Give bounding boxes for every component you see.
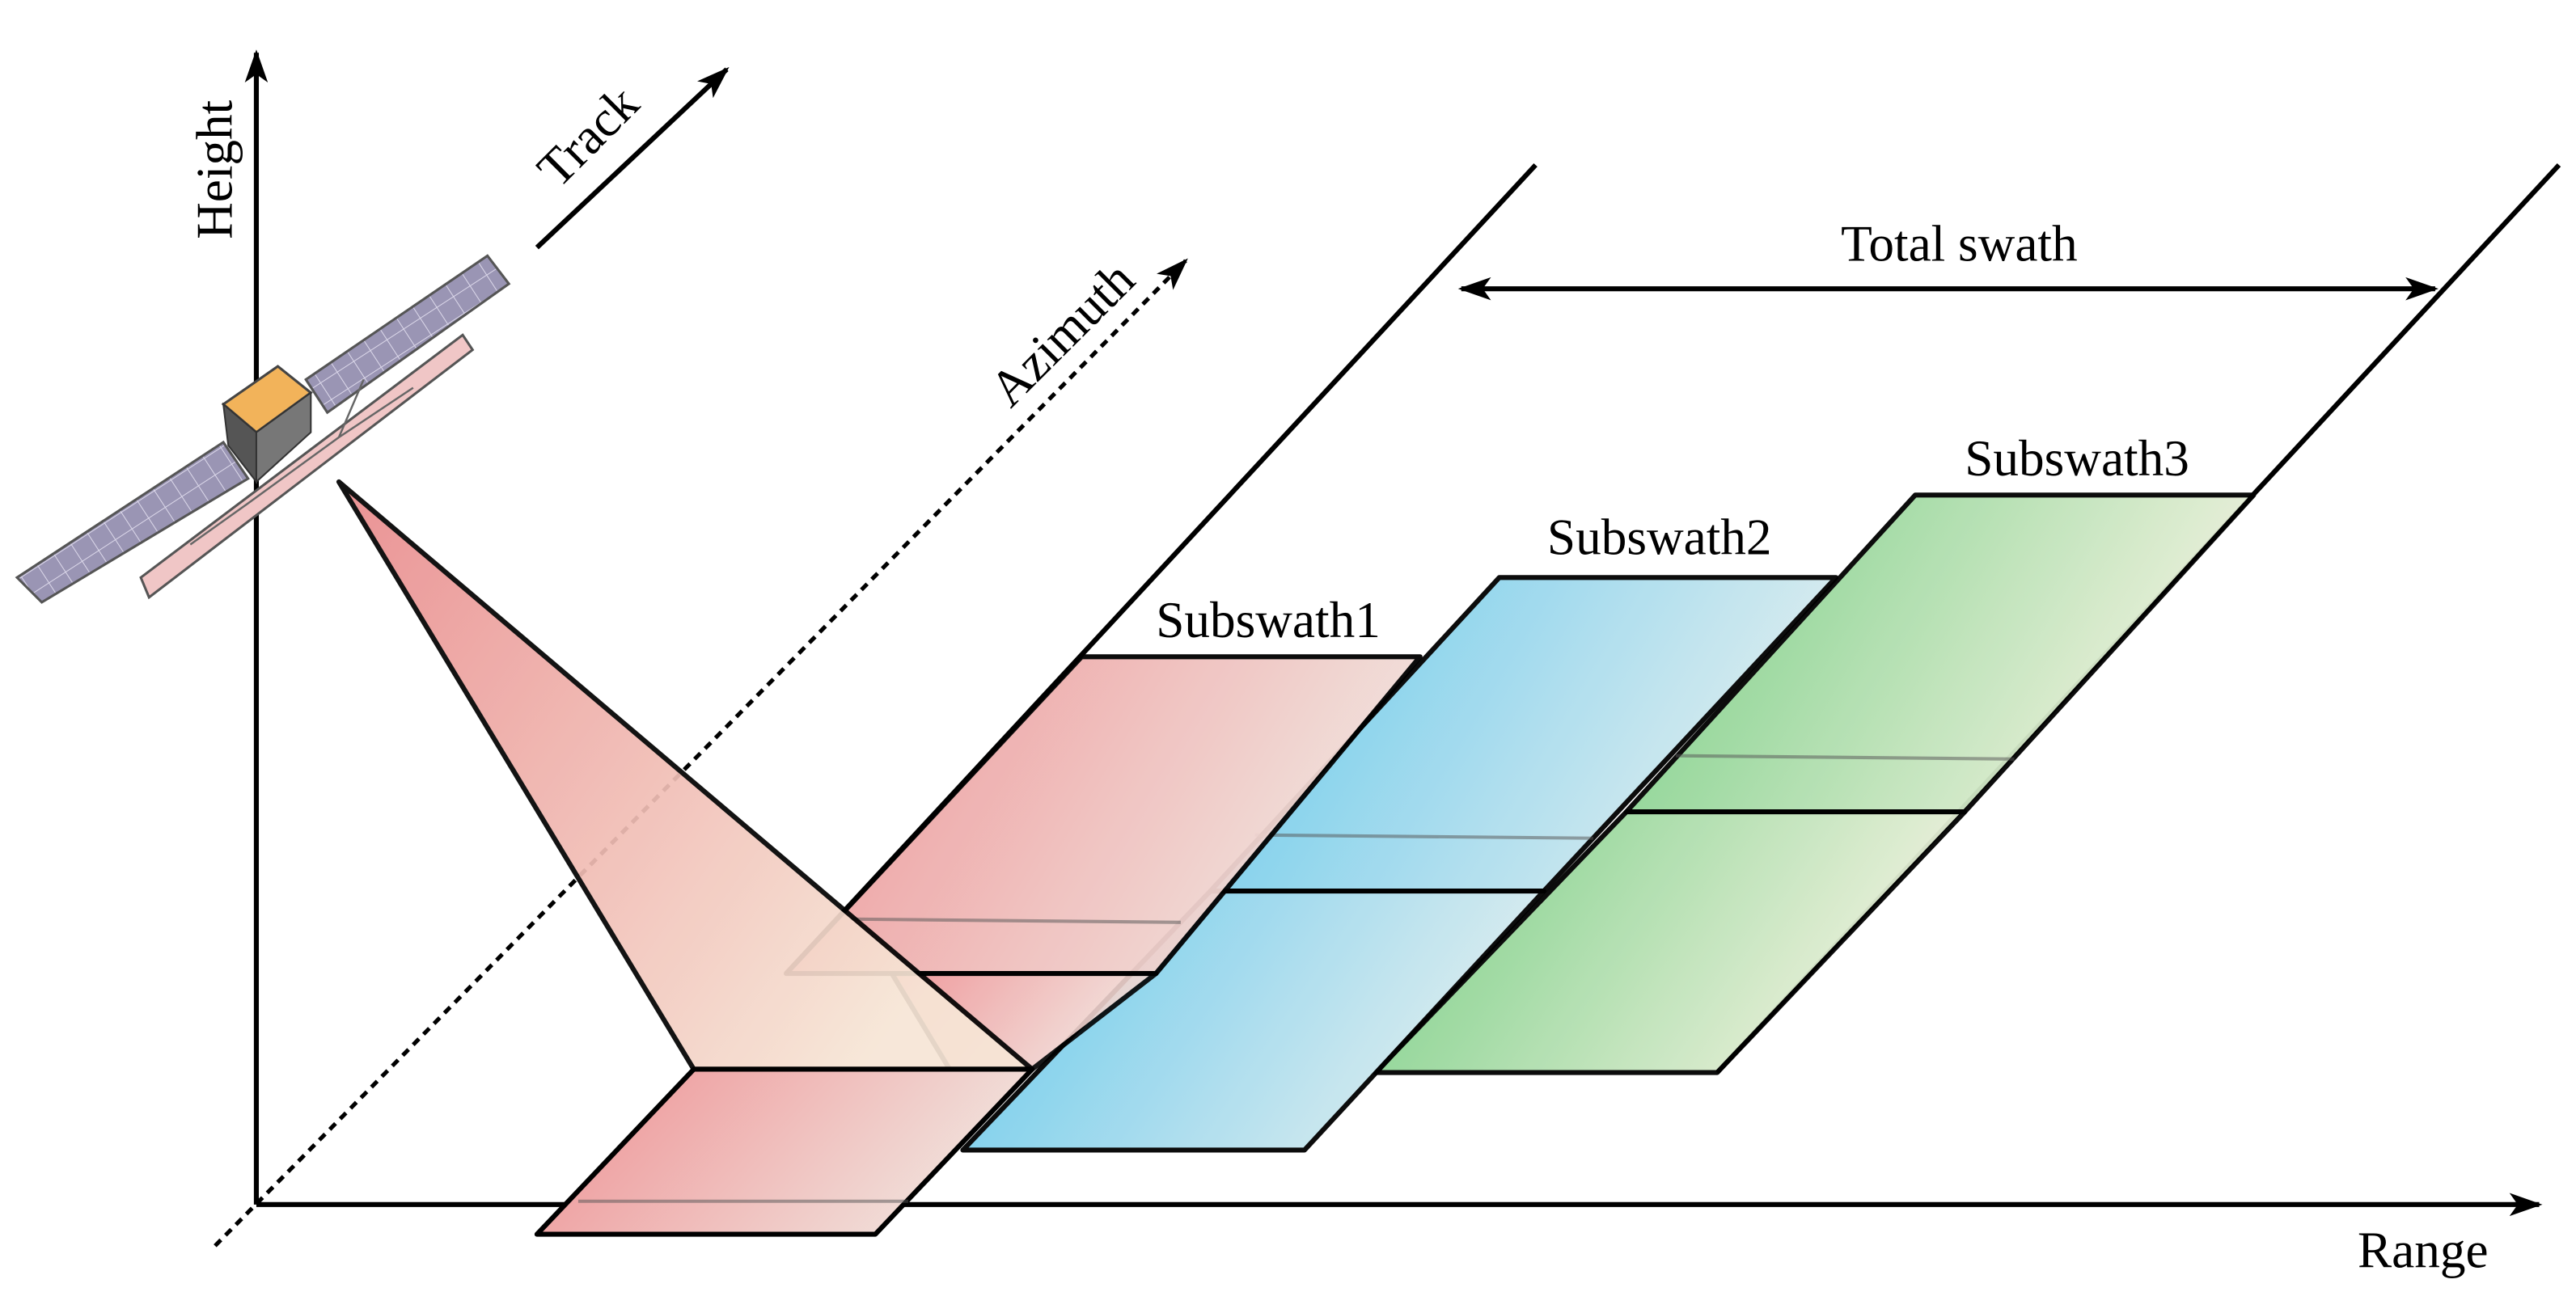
- subswath3-shadow-line: [1676, 754, 2015, 761]
- subswath2-shadow-line: [1254, 833, 1594, 840]
- height-label: Height: [186, 99, 243, 239]
- subswath2-label: Subswath2: [1547, 509, 1772, 566]
- radar-beam: [336, 479, 1035, 1072]
- track-arrow: [535, 66, 730, 250]
- subswath1-shadow-line: [850, 917, 1181, 924]
- azimuth-label: Azimuth: [979, 251, 1145, 417]
- satellite-icon: [15, 254, 511, 604]
- track-label: Track: [527, 74, 649, 197]
- range-label: Range: [2358, 1222, 2489, 1278]
- subswath3-label: Subswath3: [1965, 430, 2189, 487]
- azimuth-axis: [214, 258, 1188, 1248]
- subswath2-lower: [960, 889, 1546, 1153]
- total-swath-label: Total swath: [1841, 215, 2077, 272]
- beam-footprint: [534, 1066, 1035, 1237]
- subswath1-label: Subswath1: [1156, 592, 1381, 648]
